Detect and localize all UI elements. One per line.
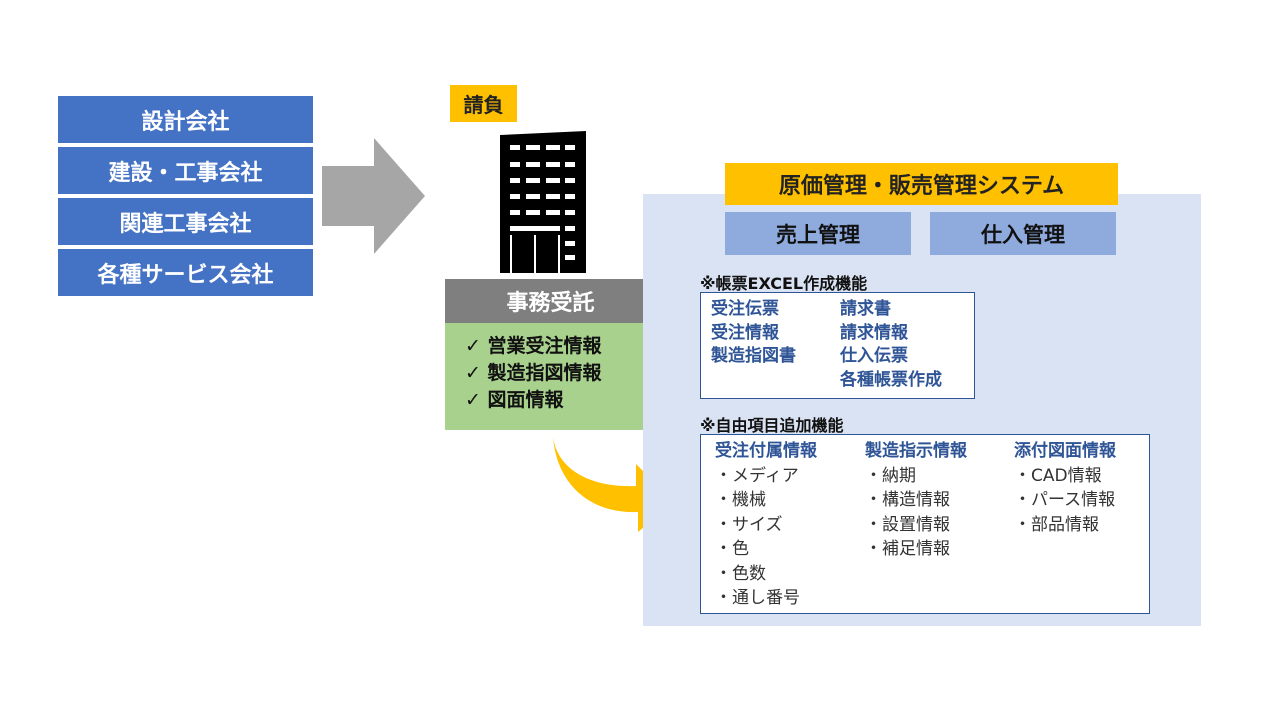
custom-item: ・色数 bbox=[715, 563, 766, 584]
outsourcing-title: 事務受託 bbox=[445, 279, 656, 323]
custom-column-header: 添付図面情報 bbox=[1014, 441, 1116, 461]
office-building-icon bbox=[500, 131, 586, 273]
company-item-service: 各種サービス会社 bbox=[58, 249, 313, 296]
excel-item: 受注伝票 bbox=[711, 299, 779, 319]
excel-column-1: 受注伝票 受注情報 製造指図書 bbox=[711, 298, 796, 369]
custom-item: ・通し番号 bbox=[715, 588, 800, 608]
excel-item: 製造指図書 bbox=[711, 346, 796, 366]
module-purchasing: 仕入管理 bbox=[930, 212, 1116, 255]
custom-item: ・構造情報 bbox=[865, 490, 950, 510]
excel-box: 受注伝票 受注情報 製造指図書 請求書 請求情報 仕入伝票 各種帳票作成 bbox=[700, 292, 975, 399]
custom-item: ・機械 bbox=[715, 490, 766, 510]
company-item-design: 設計会社 bbox=[58, 96, 313, 143]
excel-item: 各種帳票作成 bbox=[840, 369, 942, 390]
contract-badge: 請負 bbox=[450, 85, 517, 122]
excel-item: 仕入伝票 bbox=[840, 346, 908, 366]
excel-item: 請求書 bbox=[840, 299, 891, 319]
custom-item: ・補足情報 bbox=[865, 539, 950, 559]
outsourcing-item-manufacturing: ✓ 製造指図情報 bbox=[465, 362, 602, 384]
custom-column-order: 受注付属情報 ・メディア ・機械 ・サイズ ・色 ・色数 ・通し番号 bbox=[715, 440, 817, 611]
custom-item: ・部品情報 bbox=[1014, 514, 1099, 535]
outsourcing-item-sales: ✓ 営業受注情報 bbox=[465, 335, 602, 357]
custom-item: ・納期 bbox=[865, 465, 916, 486]
custom-section-label: ※自由項目追加機能 bbox=[700, 416, 844, 435]
excel-column-2: 請求書 請求情報 仕入伝票 各種帳票作成 bbox=[840, 298, 942, 392]
custom-column-manufacturing: 製造指示情報 ・納期 ・構造情報 ・設置情報 ・補足情報 bbox=[865, 440, 967, 562]
excel-item: 受注情報 bbox=[711, 322, 779, 343]
system-title: 原価管理・販売管理システム bbox=[725, 163, 1118, 205]
flow-arrow-right bbox=[322, 138, 425, 254]
custom-column-header: 受注付属情報 bbox=[715, 441, 817, 461]
outsourcing-item-drawing: ✓ 図面情報 bbox=[465, 389, 564, 411]
company-item-related: 関連工事会社 bbox=[58, 198, 313, 245]
custom-item: ・パース情報 bbox=[1014, 490, 1116, 510]
module-sales: 売上管理 bbox=[725, 212, 911, 255]
custom-item: ・メディア bbox=[715, 465, 799, 486]
custom-item: ・設置情報 bbox=[865, 514, 950, 535]
custom-column-drawing: 添付図面情報 ・CAD情報 ・パース情報 ・部品情報 bbox=[1014, 440, 1116, 537]
company-item-construction: 建設・工事会社 bbox=[58, 147, 313, 194]
custom-item: ・CAD情報 bbox=[1014, 465, 1102, 486]
custom-column-header: 製造指示情報 bbox=[865, 441, 967, 461]
outsourcing-items: ✓ 営業受注情報 ✓ 製造指図情報 ✓ 図面情報 bbox=[445, 323, 656, 430]
custom-item: ・色 bbox=[715, 539, 749, 559]
custom-box: 受注付属情報 ・メディア ・機械 ・サイズ ・色 ・色数 ・通し番号 製造指示情… bbox=[700, 434, 1150, 614]
excel-section-label: ※帳票EXCEL作成機能 bbox=[700, 274, 868, 293]
custom-item: ・サイズ bbox=[715, 514, 783, 535]
excel-item: 請求情報 bbox=[840, 322, 908, 343]
